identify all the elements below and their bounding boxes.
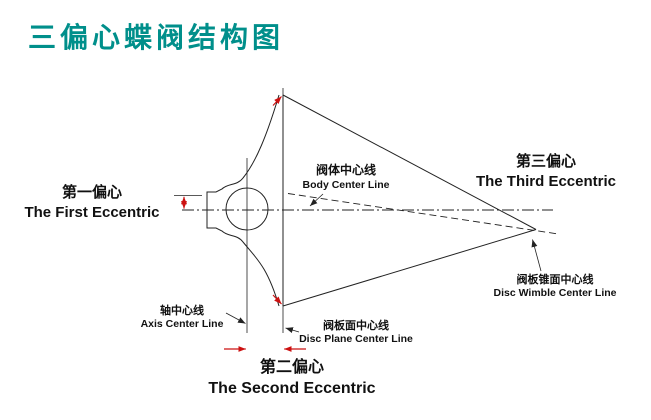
- disc-cone-edge-bottom: [282, 229, 537, 307]
- axis-center-line-en: Axis Center Line: [140, 318, 224, 331]
- disc-plane-center-line-zh: 阀板面中心线: [323, 320, 389, 332]
- label-first-eccentric: 第一偏心 The First Eccentric: [4, 183, 180, 222]
- first-eccentric-en: The First Eccentric: [24, 203, 160, 221]
- label-third-eccentric: 第三偏心 The Third Eccentric: [460, 152, 632, 191]
- shaft-bore-circle: [225, 187, 269, 231]
- body-center-line-en: Body Center Line: [302, 178, 390, 191]
- label-disc-wimble-center-line: 阀板锥面中心线 Disc Wimble Center Line: [472, 273, 638, 301]
- disc-plane-leader: [285, 327, 300, 334]
- body-center-line-zh: 阀体中心线: [315, 163, 376, 177]
- disc-wimble-leader: [531, 239, 542, 272]
- axis-center-leader: [225, 312, 246, 324]
- disc-bottom-corner-arrow: [272, 294, 282, 305]
- label-axis-center-line: 轴中心线 Axis Center Line: [128, 304, 236, 332]
- label-second-eccentric: 第二偏心 The Second Eccentric: [192, 358, 392, 400]
- disc-top-corner-arrow: [272, 96, 282, 106]
- eccentric-markers: [181, 96, 306, 352]
- label-body-center-line: 阀体中心线 Body Center Line: [290, 163, 402, 192]
- axis-center-line-zh: 轴中心线: [160, 305, 204, 317]
- first-eccentric-zh: 第一偏心: [61, 184, 122, 201]
- disc-cone-edge-top: [282, 94, 537, 230]
- label-disc-plane-center-line: 阀板面中心线 Disc Plane Center Line: [290, 319, 422, 347]
- label-leader-lines: [225, 193, 542, 334]
- disc-wimble-center-line-zh: 阀板锥面中心线: [516, 274, 594, 286]
- page-title: 三偏心蝶阀结构图: [28, 22, 285, 53]
- disc-wimble-center-line: [287, 193, 558, 235]
- disc-wimble-center-line-en: Disc Wimble Center Line: [493, 287, 617, 300]
- disc-plane-center-line-en: Disc Plane Center Line: [299, 333, 413, 346]
- disc-cone: [282, 94, 537, 307]
- third-eccentric-zh: 第三偏心: [515, 153, 576, 170]
- body-center-leader: [309, 193, 324, 207]
- valve-body-outline: [206, 94, 280, 307]
- second-eccentric-zh: 第二偏心: [259, 359, 324, 376]
- second-eccentric-en: The Second Eccentric: [208, 379, 376, 397]
- third-eccentric-en: The Third Eccentric: [475, 172, 617, 190]
- valve-body: [206, 94, 284, 307]
